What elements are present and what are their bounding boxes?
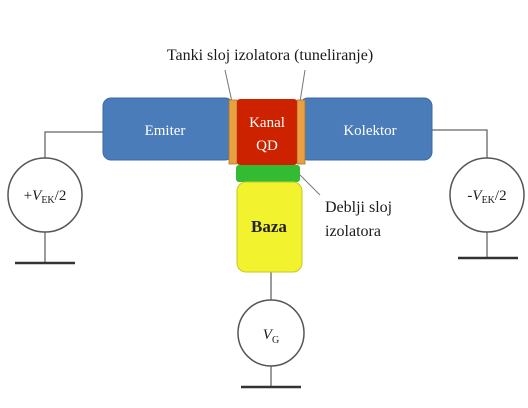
voltage-source-left (7, 157, 83, 233)
thick-insulator-label-line1: Deblji sloj (325, 199, 392, 216)
thick-insulator-label-line2: izolatora (325, 223, 381, 240)
thin-insulator-label: Tanki sloj izolatora (tuneliranje) (167, 47, 373, 64)
collector-label: Kolektor (343, 123, 396, 139)
wire-emitter (44, 131, 108, 158)
voltage-source-gate (237, 299, 305, 367)
voltage-source-right (449, 157, 525, 233)
emitter-label: Emiter (145, 123, 186, 139)
channel-qd-block (237, 99, 297, 165)
thin-insulator-leader-left (224, 69, 233, 103)
voltage-right-label: -VEK/2 (467, 188, 506, 206)
thin-insulator-leader-right (299, 69, 306, 103)
channel-label-line1: Kanal (249, 115, 285, 131)
thin-insulator-right (296, 99, 306, 165)
channel-label-line2: QD (256, 138, 278, 154)
thick-insulator (236, 165, 300, 182)
wire-collector (432, 129, 488, 158)
base-block (236, 181, 303, 273)
voltage-left-label: +VEK/2 (24, 188, 67, 206)
wires (44, 129, 488, 386)
thin-insulator-left (228, 99, 238, 165)
thick-insulator-leader (299, 174, 321, 196)
base-label: Baza (251, 217, 287, 236)
voltage-gate-label: VG (263, 327, 279, 346)
